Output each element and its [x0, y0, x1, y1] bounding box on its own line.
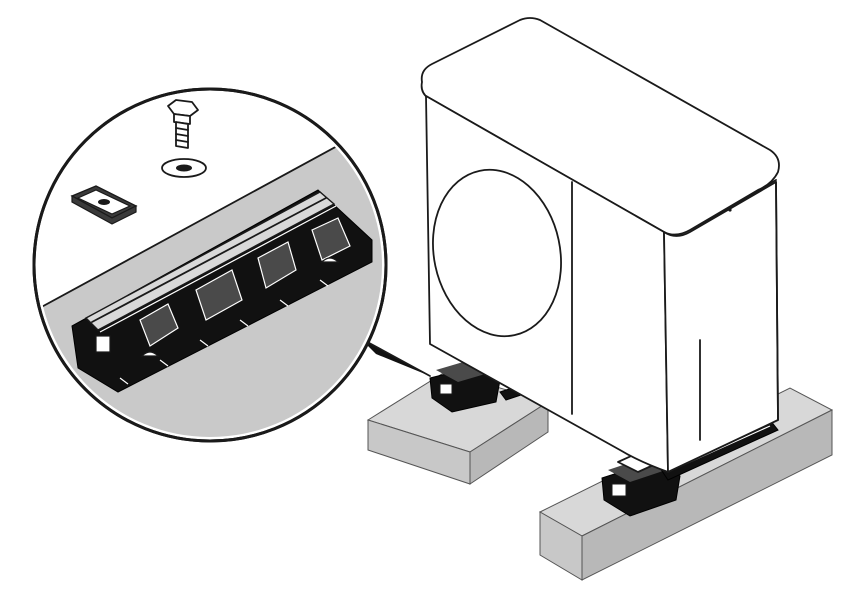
detail-magnifier — [32, 87, 431, 443]
washer-icon — [161, 158, 207, 178]
heat-pump-unit — [420, 17, 780, 473]
slide-nut-icon — [70, 185, 138, 225]
damping-foot-detail — [71, 189, 373, 393]
bolt-icon — [167, 99, 199, 149]
